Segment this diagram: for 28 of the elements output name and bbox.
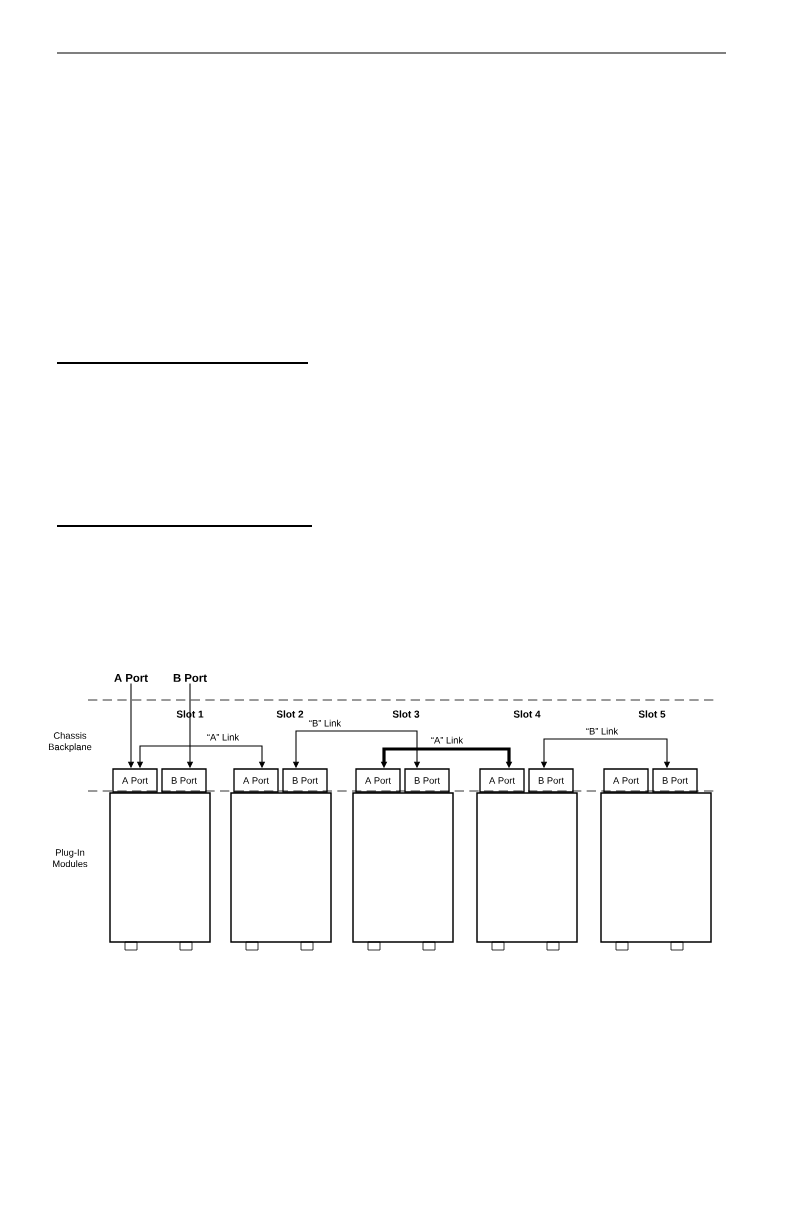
port-box: B Port bbox=[652, 768, 698, 793]
plug-in-module bbox=[600, 792, 712, 951]
plug-in-module bbox=[352, 792, 454, 951]
port-label: B Port bbox=[173, 674, 207, 682]
port-box: A Port bbox=[233, 768, 279, 793]
edge-label: “B” Link bbox=[307, 718, 343, 728]
plug-in-module bbox=[476, 792, 578, 951]
port-label: A Port bbox=[114, 674, 148, 682]
port-box: A Port bbox=[603, 768, 649, 793]
port-box: B Port bbox=[282, 768, 328, 793]
plug-in-module bbox=[109, 792, 211, 951]
plug-in-module bbox=[230, 792, 332, 951]
port-box: A Port bbox=[479, 768, 525, 793]
port-box: B Port bbox=[161, 768, 207, 793]
side-label: Plug-In Modules bbox=[53, 848, 88, 868]
port-box: B Port bbox=[528, 768, 574, 793]
port-box: B Port bbox=[404, 768, 450, 793]
edge-label: “A” Link bbox=[429, 735, 465, 745]
slot-label: Slot 1 bbox=[176, 710, 204, 718]
edge-label: “B” Link bbox=[584, 726, 620, 736]
slot-label: Slot 4 bbox=[513, 710, 541, 718]
edge-label: “A” Link bbox=[205, 732, 241, 742]
slot-label: Slot 3 bbox=[392, 710, 420, 718]
slot-label: Slot 2 bbox=[276, 710, 304, 718]
port-box: A Port bbox=[112, 768, 158, 793]
slot-label: Slot 5 bbox=[638, 710, 666, 718]
port-box: A Port bbox=[355, 768, 401, 793]
side-label: Chassis Backplane bbox=[49, 732, 92, 753]
